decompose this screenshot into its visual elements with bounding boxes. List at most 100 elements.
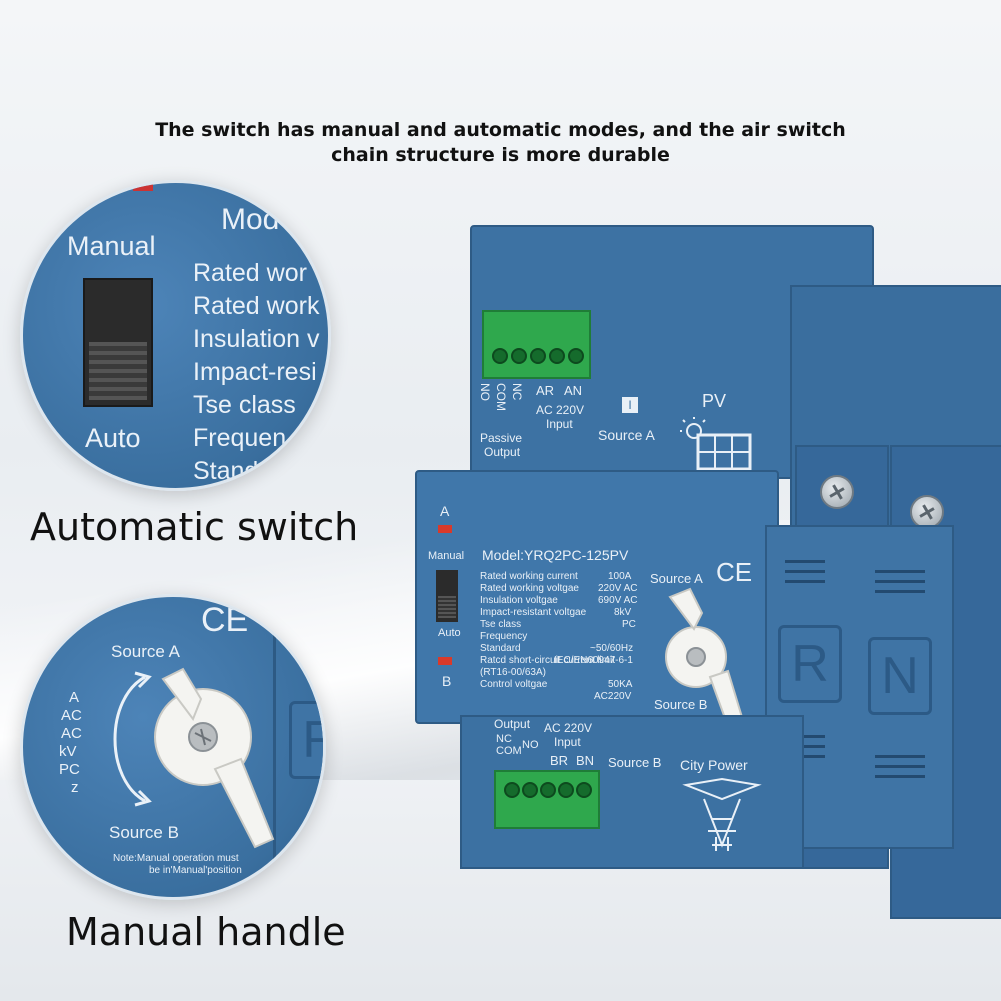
vent-slot xyxy=(785,570,825,573)
spec-name: (RT16-00/63A) xyxy=(480,667,546,678)
headline: The switch has manual and automatic mode… xyxy=(0,118,1001,168)
terminal-block-bottom xyxy=(494,770,600,829)
spec-value: PC xyxy=(622,619,636,630)
source-a-top-label: Source A xyxy=(598,427,655,443)
ce-mark-front: CE xyxy=(716,557,753,587)
cut-value: z xyxy=(71,779,79,796)
spec-value: AC220V xyxy=(594,691,632,702)
manual-label: Manual xyxy=(67,231,156,261)
rotary-handle[interactable] xyxy=(650,587,760,747)
cut-value: A xyxy=(69,689,80,706)
spec-name: Ratcd short-circuit current limit xyxy=(480,655,616,666)
red-indicator xyxy=(133,183,153,191)
mode-slider[interactable] xyxy=(83,278,153,407)
spec-value: IEC/EN60947-6-1 xyxy=(554,655,633,666)
ac-input-label: AC 220V xyxy=(544,721,593,735)
terminal-screw xyxy=(558,782,574,798)
spec-name: Insulation voltgae xyxy=(480,595,558,606)
spec-name: Standard xyxy=(480,643,521,654)
pole-r-box: R xyxy=(289,701,323,779)
terminal-screw xyxy=(540,782,556,798)
note-line-1: Note:Manual operation must xyxy=(113,853,239,864)
spec-name: Control voltgae xyxy=(480,679,548,690)
terminal-screw xyxy=(511,348,527,364)
slider-knob[interactable] xyxy=(89,342,147,400)
vent-slot xyxy=(875,755,925,758)
led-a-label: A xyxy=(440,503,450,519)
vent-slot xyxy=(785,735,825,738)
terminal-screw xyxy=(522,782,538,798)
input-heading: Input xyxy=(554,735,581,749)
source-b-label: Source B xyxy=(109,823,179,842)
terminal-screw xyxy=(530,348,546,364)
terminal-label: NO xyxy=(478,383,492,401)
manual-mode-label: Manual xyxy=(428,550,465,562)
led-a xyxy=(438,525,452,533)
spec-line: Rated wor xyxy=(193,259,307,287)
auto-label: Auto xyxy=(85,423,141,453)
mode-slider[interactable] xyxy=(436,570,458,622)
pv-label: PV xyxy=(702,391,727,411)
passive-label: Passive xyxy=(480,431,523,445)
led-b xyxy=(438,657,452,665)
spec-value: 100A xyxy=(608,571,632,582)
source-a-box: I xyxy=(622,397,638,413)
source-b-front-label: Source B xyxy=(654,697,708,712)
spec-value: 220V AC xyxy=(598,583,638,594)
spec-value: 50KA xyxy=(608,679,633,690)
source-a-front-label: Source A xyxy=(650,571,703,586)
rotary-handle[interactable] xyxy=(123,659,283,859)
input-label: AN xyxy=(564,383,583,398)
red-marker xyxy=(301,629,321,633)
terminal-screw xyxy=(576,782,592,798)
headline-line-2: chain structure is more durable xyxy=(331,144,670,166)
source-b-bottom-label: Source B xyxy=(608,755,662,770)
terminal-label: NO xyxy=(522,739,539,751)
cut-value: AC xyxy=(61,725,82,742)
pole-screw xyxy=(820,475,854,509)
spec-line: Impact-resi xyxy=(193,358,317,386)
spec-line: Insulation v xyxy=(193,325,320,353)
vent-slot xyxy=(785,580,825,583)
power-tower-icon xyxy=(682,777,762,851)
input-label: BN xyxy=(576,753,595,768)
spec-line: Rated work xyxy=(193,292,320,320)
mode-heading: Mod xyxy=(221,203,280,236)
vent-slot xyxy=(785,745,825,748)
terminal-label: COM xyxy=(494,383,508,411)
source-a-label: Source A xyxy=(111,642,180,661)
vent-slot xyxy=(785,560,825,563)
vent-slot xyxy=(875,590,925,593)
zoom-manual-handle: CE Source A Source B A AC AC kV PC z R N… xyxy=(20,594,326,900)
spec-line: Stand xyxy=(193,457,259,485)
slider-knob[interactable] xyxy=(438,596,456,618)
input-heading: Input xyxy=(546,417,573,431)
ac-input-label: AC 220V xyxy=(536,403,585,417)
cut-value: PC xyxy=(59,761,80,778)
zoom-automatic-switch: Manual Auto Mod Rated wor Rated work Ins… xyxy=(20,180,331,491)
spec-name: Frequency xyxy=(480,631,528,642)
pole-r-box: R xyxy=(778,625,842,703)
spec-name: Impact-resistant voltgae xyxy=(480,607,587,618)
spec-name: Rated working voltgae xyxy=(480,583,579,594)
terminal-label: NC xyxy=(496,733,512,745)
terminal-screw xyxy=(549,348,565,364)
vent-slot xyxy=(875,570,925,573)
caption-automatic-switch: Automatic switch xyxy=(30,505,359,549)
led-b-label: B xyxy=(442,673,452,689)
terminal-label: COM xyxy=(496,745,522,757)
terminal-block-top xyxy=(482,310,591,379)
vent-slot xyxy=(875,765,925,768)
transfer-switch-device: NO COM NC AR AN Passive Output AC 220V I… xyxy=(410,225,1001,945)
headline-line-1: The switch has manual and automatic mode… xyxy=(155,119,846,141)
city-power-label: City Power xyxy=(680,757,748,773)
cut-value: AC xyxy=(61,707,82,724)
spec-name: Tse class xyxy=(480,619,522,630)
pole-screw xyxy=(910,495,944,529)
input-label: BR xyxy=(550,753,569,768)
terminal-screw xyxy=(568,348,584,364)
ce-mark: CE xyxy=(201,601,249,639)
terminal-screw xyxy=(504,782,520,798)
model-label: Model:YRQ2PC-125PV xyxy=(482,547,629,563)
terminal-label: NC xyxy=(510,383,524,401)
